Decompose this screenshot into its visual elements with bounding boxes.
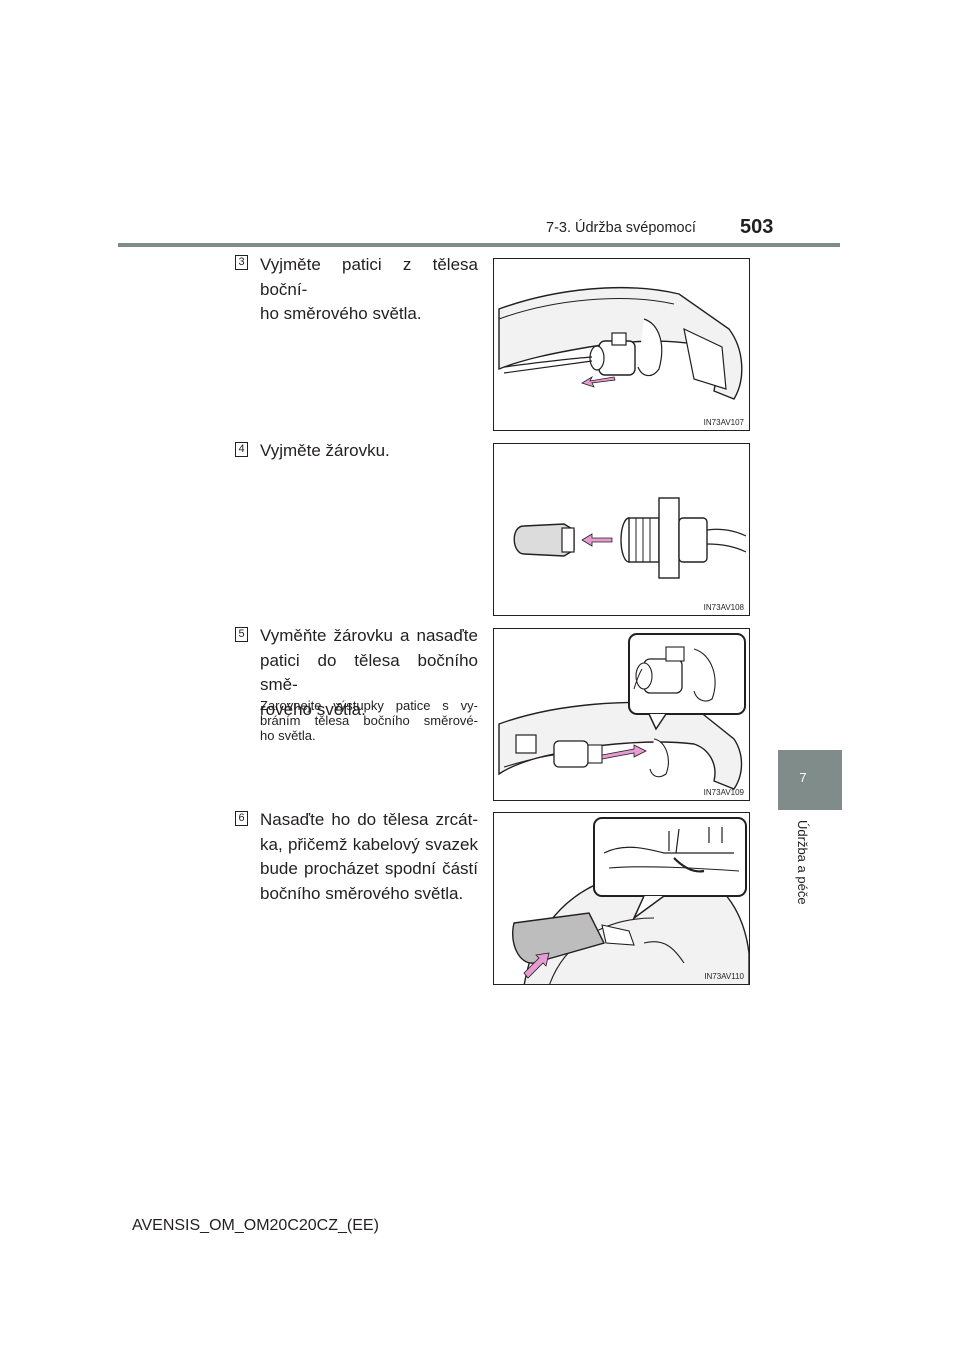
figure-6-illustration — [512, 817, 749, 984]
step-6-line-1: Nasaďte ho do tělesa zrcát- — [260, 810, 478, 829]
step-5-note-line-2: bráním tělesa bočního směrové- — [260, 713, 478, 728]
chapter-label: Údržba a péče — [795, 820, 810, 905]
figure-5-illustration — [498, 633, 746, 790]
step-6-text: Nasaďte ho do tělesa zrcát- ka, přičemž … — [260, 808, 478, 906]
step-4-line-1: Vyjměte žárovku. — [260, 441, 390, 460]
step-number-5: 5 — [235, 627, 248, 642]
figure-3-illustration — [498, 286, 743, 400]
step-4-text: Vyjměte žárovku. — [260, 439, 478, 464]
figure-code-6: IN73AV110 — [704, 972, 744, 981]
step-number-4: 4 — [235, 442, 248, 457]
figure-bulb-removal: IN73AV108 — [493, 443, 750, 616]
step-3-line-2: ho směrového světla. — [260, 304, 422, 323]
step-number-3: 3 — [235, 255, 248, 270]
figure-code-4: IN73AV108 — [703, 603, 744, 612]
chapter-tab: 7 — [778, 750, 842, 810]
header-rule — [118, 243, 840, 247]
step-5-text: Vyměňte žárovku a nasaďte patici do těle… — [260, 624, 478, 722]
step-number-6: 6 — [235, 811, 248, 826]
step-6-line-3: bude procházet spodní částí — [260, 859, 478, 878]
figure-4-illustration — [513, 497, 747, 579]
figure-mirror-install: IN73AV110 — [493, 812, 750, 985]
step-5-line-1: Vyměňte žárovku a nasaďte — [260, 626, 478, 645]
section-title: 7-3. Údržba svépomocí — [546, 220, 696, 236]
step-5-note-line-3: ho světla. — [260, 728, 316, 743]
figure-code-3: IN73AV107 — [703, 418, 744, 427]
figure-code-5: IN73AV109 — [703, 788, 744, 797]
figure-bulb-install: IN73AV109 — [493, 628, 750, 801]
step-5-line-3: rového světla. — [260, 699, 366, 719]
step-3-line-1: Vyjměte patici z tělesa boční- — [260, 255, 478, 299]
step-5-line-2: patici do tělesa bočního smě- — [260, 650, 478, 695]
figure-bulb-socket-removal: IN73AV107 — [493, 258, 750, 431]
chapter-number: 7 — [799, 770, 807, 785]
step-6-line-4: bočního směrového světla. — [260, 883, 464, 903]
step-6-line-2: ka, přičemž kabelový svazek — [260, 834, 478, 854]
page-number: 503 — [740, 216, 774, 238]
document-code: AVENSIS_OM_OM20C20CZ_(EE) — [132, 1217, 379, 1234]
step-5-note-line-1: Zarovnejte výstupky patice s vy- — [260, 698, 478, 713]
step-5-note: Zarovnejte výstupky patice s vy- bráním … — [260, 698, 478, 743]
step-3-text: Vyjměte patici z tělesa boční- ho směrov… — [260, 253, 478, 327]
